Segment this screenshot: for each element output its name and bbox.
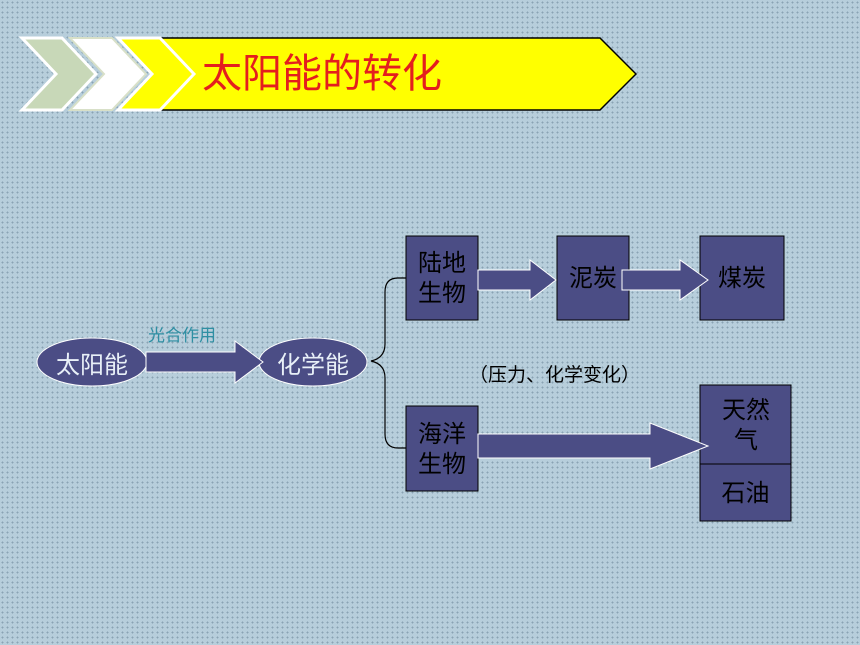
pressure-note: （压力、化学变化）: [469, 364, 641, 386]
land-peat-arrow: [477, 258, 557, 302]
gas-oil-box: [699, 384, 792, 522]
marine-label: 海洋生物: [418, 419, 466, 478]
peat-label: 泥炭: [569, 264, 617, 292]
gas-label: 天然气: [722, 396, 770, 454]
solar-label: 太阳能: [56, 350, 128, 379]
coal-box: [699, 235, 785, 321]
land-label: 陆地生物: [418, 249, 466, 307]
oil-label: 石油: [721, 479, 770, 507]
chemical-label: 化学能: [277, 350, 349, 379]
marine-box: [405, 405, 479, 492]
peat-coal-arrow: [621, 259, 709, 301]
chevron-icon: [67, 37, 148, 111]
coal-label: 煤炭: [718, 264, 766, 292]
page-title: 太阳能的转化: [202, 51, 442, 97]
chevron-icon: [114, 36, 197, 112]
chevron-icon: [18, 36, 99, 112]
peat-box: [556, 235, 630, 321]
title-banner: [18, 36, 638, 112]
photosynthesis-label: 光合作用: [148, 326, 216, 346]
land-box: [405, 235, 479, 321]
photosynthesis-arrow: [145, 340, 264, 384]
branch-brace: [370, 277, 406, 449]
marine-gas-arrow: [477, 422, 710, 470]
